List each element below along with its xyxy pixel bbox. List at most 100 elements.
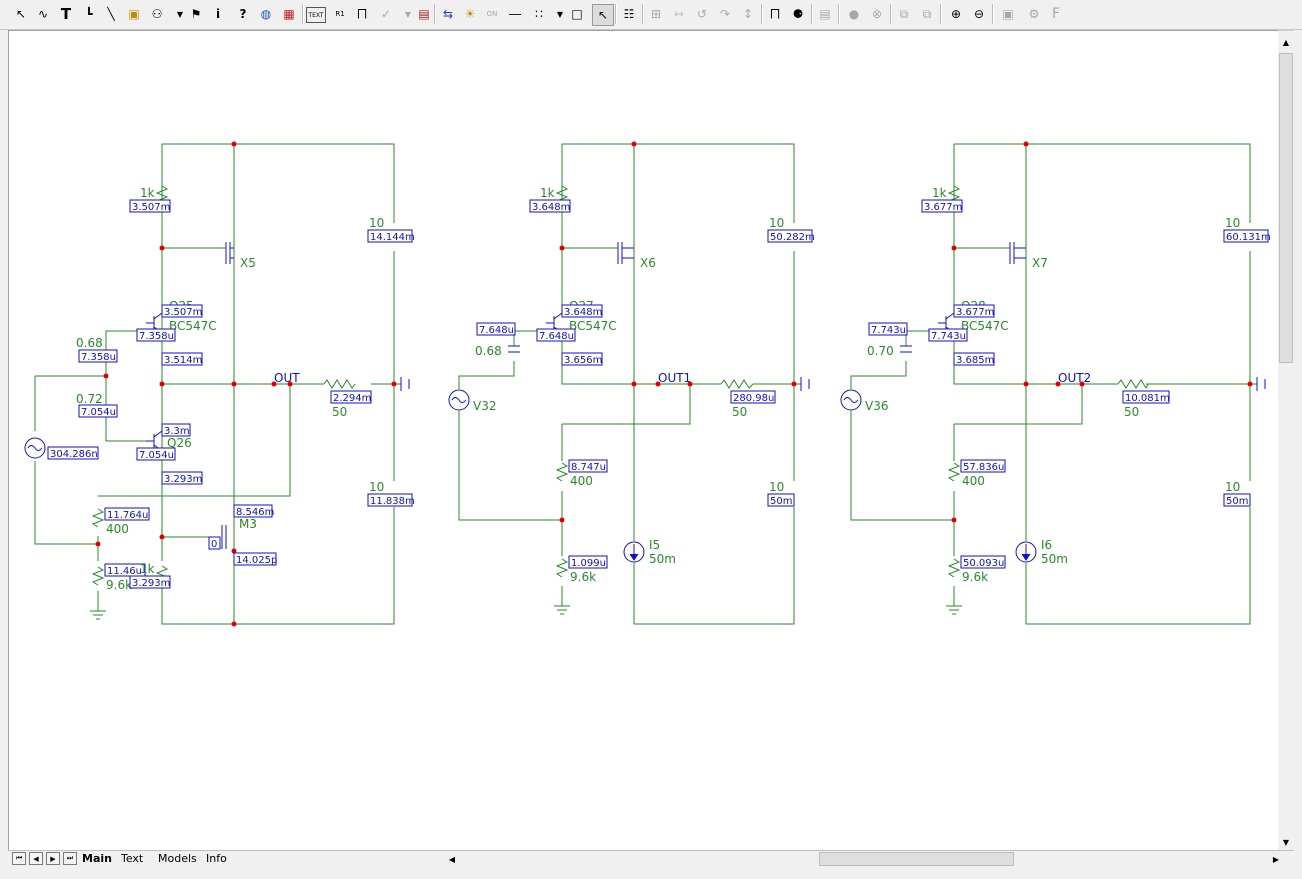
properties-icon[interactable]: ☷ xyxy=(623,7,635,21)
dropdown-arrow-icon[interactable]: ▼ xyxy=(176,9,184,19)
binoculars-icon[interactable]: ⚈ xyxy=(792,7,804,21)
align-icon[interactable]: ⊞ xyxy=(650,7,662,21)
font-button[interactable]: F xyxy=(1051,6,1061,22)
flip-vertical-icon[interactable]: ↕ xyxy=(742,7,754,21)
text-display-button[interactable]: TEXT xyxy=(306,7,326,23)
c1-vtop-value: 10 xyxy=(369,216,384,230)
c1-bjt-top-ib: 7.358u xyxy=(139,331,174,342)
circuit-2 xyxy=(458,143,801,625)
c3-source-name: V36 xyxy=(865,399,888,413)
pointer-mode-icon[interactable]: ↖ xyxy=(592,4,614,26)
text-tool-icon[interactable]: T xyxy=(60,5,72,23)
c3-vbot-current: 50m xyxy=(1226,496,1248,507)
c2-isrc-value: 50m xyxy=(649,552,676,566)
diagonal-wire-icon[interactable]: ╲ xyxy=(107,7,115,21)
dropdown-arrow-icon[interactable]: ▼ xyxy=(404,9,412,19)
scroll-left-icon[interactable]: ◀ xyxy=(448,854,456,864)
scroll-right-icon[interactable]: ▶ xyxy=(1272,854,1280,864)
c1-m3-name: M3 xyxy=(239,517,257,531)
c3-vtop-current: 60.131m xyxy=(1226,232,1271,243)
c2-out-label: OUT1 xyxy=(658,371,691,385)
c1-bias2-value: 0.72 xyxy=(76,392,103,406)
cancel-icon[interactable]: ⊗ xyxy=(871,7,883,21)
stop-icon[interactable]: ● xyxy=(848,7,860,21)
dropdown-arrow-icon[interactable]: ▼ xyxy=(556,9,564,19)
page-icon[interactable]: ▤ xyxy=(819,7,831,21)
c1-bjt-top-model: BC547C xyxy=(169,319,217,333)
prev-tab-icon[interactable]: ◀ xyxy=(29,852,43,865)
camera-icon[interactable]: ▣ xyxy=(1002,7,1014,21)
settings-icon[interactable]: ⚙ xyxy=(1028,7,1040,21)
c3-gnd-r-value: 9.6k xyxy=(962,570,988,584)
select-arrow-icon[interactable]: ↖ xyxy=(15,7,27,21)
node-icon[interactable]: ⚇ xyxy=(151,7,163,21)
check-icon[interactable]: ✓ xyxy=(380,7,392,21)
paste-icon[interactable]: ⧉ xyxy=(922,6,932,21)
mirror-icon[interactable]: ⇿ xyxy=(673,7,685,21)
help-icon[interactable]: ? xyxy=(239,7,247,21)
circuit-3-components xyxy=(840,141,1266,615)
on-button[interactable]: ON xyxy=(486,10,498,18)
c1-m3-current: 8.546m xyxy=(236,507,274,518)
circuit-1 xyxy=(34,143,401,625)
probe-icon[interactable]: ▦ xyxy=(283,7,295,21)
c2-rload-current: 280.98u xyxy=(733,393,774,404)
zoom-in-icon[interactable]: ⊕ xyxy=(950,7,962,21)
c1-fb-r-current: 11.764u xyxy=(107,510,148,521)
wire-icon[interactable]: ∿ xyxy=(37,7,49,21)
c1-bjt-top-ic: 3.507m xyxy=(164,307,202,318)
zoom-out-icon[interactable]: ⊖ xyxy=(973,7,985,21)
schematic-drawing[interactable]: 1k 3.507m X5 Q25 3.507m BC547C 7.358u 3.… xyxy=(9,31,1279,851)
scroll-up-icon[interactable]: ▲ xyxy=(1282,37,1290,47)
c1-r-top-value: 1k xyxy=(140,186,155,200)
c3-rload-value: 50 xyxy=(1124,405,1139,419)
line-icon[interactable]: ― xyxy=(509,7,521,21)
component-icon[interactable]: ▣ xyxy=(128,7,140,21)
schematic-canvas[interactable]: 1k 3.507m X5 Q25 3.507m BC547C 7.358u 3.… xyxy=(8,30,1280,852)
globe-icon[interactable]: ◍ xyxy=(260,7,272,21)
info-icon[interactable]: i xyxy=(215,7,221,21)
c1-gnd-r-value: 9.6k xyxy=(106,578,132,592)
pin-icon[interactable]: ⨅ xyxy=(357,6,367,21)
first-tab-icon[interactable]: ⏮ xyxy=(12,852,26,865)
scroll-down-icon[interactable]: ▼ xyxy=(1282,837,1290,847)
tab-info[interactable]: Info xyxy=(206,852,227,865)
c1-r-top-current: 3.507m xyxy=(132,202,170,213)
c2-isrc-name: I5 xyxy=(649,538,660,552)
r1-button[interactable]: R1 xyxy=(335,10,345,18)
c1-gnd-r-current: 11.46u xyxy=(107,566,142,577)
vertical-scrollbar[interactable]: ▲ ▼ xyxy=(1278,30,1294,851)
vertical-scroll-thumb[interactable] xyxy=(1279,53,1293,363)
c1-fb-r-value: 400 xyxy=(106,522,129,536)
c3-bjt-ib: 7.743u xyxy=(931,331,966,342)
voltage-display-icon[interactable]: ▤ xyxy=(418,7,430,21)
c2-gnd-r-value: 9.6k xyxy=(570,570,596,584)
grid-icon[interactable]: ∷ xyxy=(535,7,543,21)
tab-models[interactable]: Models xyxy=(158,852,197,865)
c3-rload-current: 10.081m xyxy=(1125,393,1170,404)
c2-bias-value: 0.68 xyxy=(475,344,502,358)
swap-icon[interactable]: ⇆ xyxy=(442,7,454,21)
c2-mosfet-name: X6 xyxy=(640,256,656,270)
flag-icon[interactable]: ⚑ xyxy=(190,7,202,21)
circuit-2-components xyxy=(448,141,810,615)
c2-bjt-model: BC547C xyxy=(569,319,617,333)
tab-text[interactable]: Text xyxy=(121,852,144,865)
waveform-icon[interactable]: ⨅ xyxy=(770,6,780,21)
next-tab-icon[interactable]: ▶ xyxy=(46,852,60,865)
copy-icon[interactable]: ⧉ xyxy=(899,6,909,21)
tab-main[interactable]: Main xyxy=(82,852,112,865)
c2-bias-current: 7.648u xyxy=(479,325,514,336)
c3-mosfet-name: X7 xyxy=(1032,256,1048,270)
flip-icon[interactable]: ↷ xyxy=(719,7,731,21)
c1-bias2-current: 7.054u xyxy=(81,407,116,418)
bottom-bar: ⏮ ◀ ▶ ⏭ Main Text Models Info ◀ ▶ xyxy=(8,850,1294,868)
horizontal-scroll-thumb[interactable] xyxy=(819,852,1014,866)
last-tab-icon[interactable]: ⏭ xyxy=(63,852,77,865)
window-icon[interactable]: □ xyxy=(571,7,583,21)
c1-bias1-value: 0.68 xyxy=(76,336,103,350)
horizontal-scrollbar[interactable]: ◀ ▶ xyxy=(444,852,1284,866)
highlight-icon[interactable]: ☀ xyxy=(464,7,476,21)
orthogonal-wire-icon[interactable]: ┗ xyxy=(85,7,93,21)
rotate-icon[interactable]: ↺ xyxy=(696,7,708,21)
